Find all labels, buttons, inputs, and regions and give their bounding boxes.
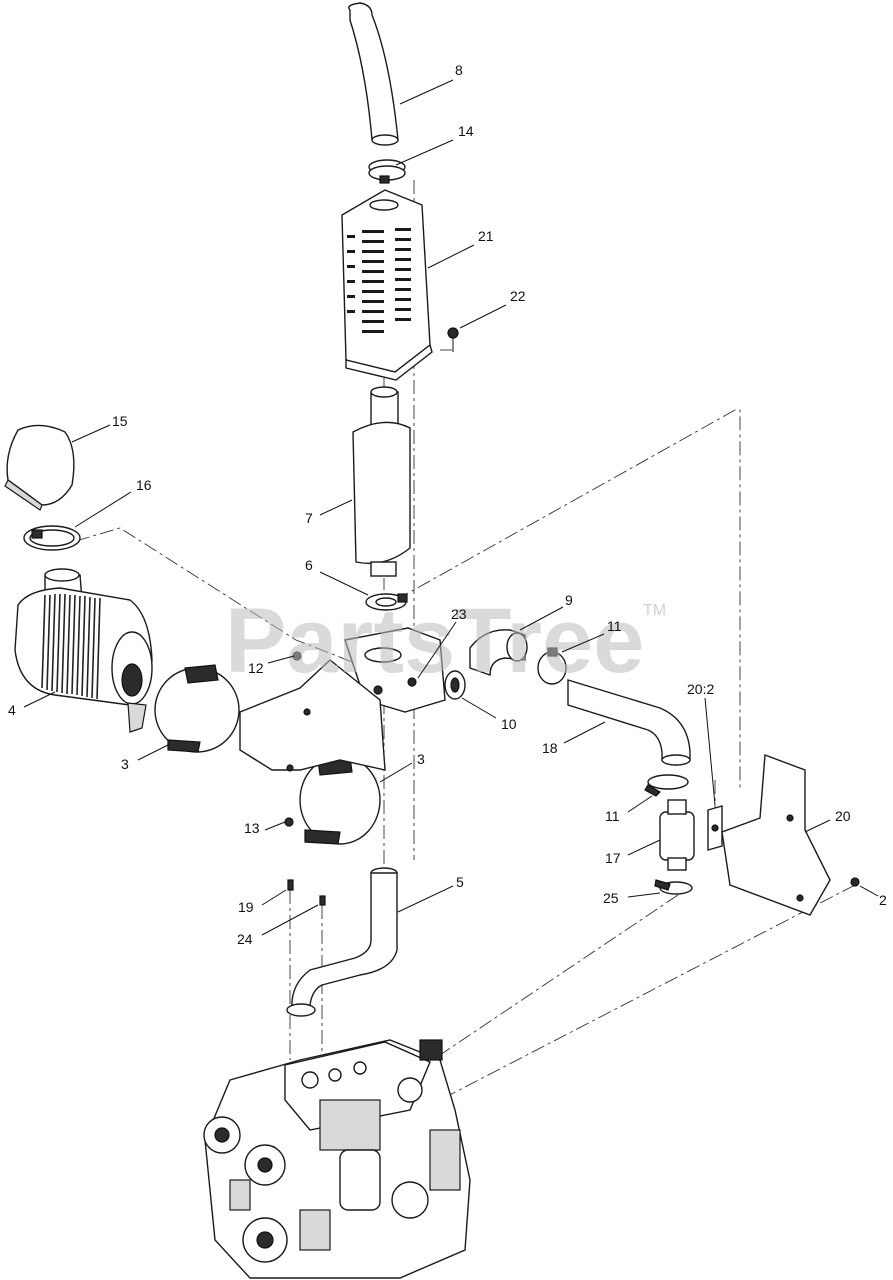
- callout-15: 15: [112, 413, 128, 429]
- callout-4: 4: [8, 702, 16, 718]
- part-4-air-cleaner: [14, 568, 153, 733]
- callout-6: 6: [305, 557, 313, 573]
- callout-17: 17: [605, 850, 621, 866]
- engine: [203, 1039, 471, 1279]
- callout-23: 23: [451, 606, 467, 622]
- part-24-bolt: [319, 895, 326, 906]
- part-10-gasket: [444, 670, 466, 700]
- callout-12: 12: [248, 660, 264, 676]
- callout-11-upper: 11: [607, 618, 622, 634]
- intake-bracket-plate: [239, 659, 386, 772]
- part-22-screw: [447, 327, 459, 352]
- callout-11-lower: 11: [605, 808, 620, 824]
- callout-20: 20: [835, 808, 851, 824]
- part-8-tailpipe: [348, 2, 399, 146]
- part-17-filter: [659, 799, 695, 871]
- part-14-clamp: [368, 159, 406, 184]
- part-16-hose-clamp: [23, 525, 81, 551]
- callout-14: 14: [458, 123, 474, 139]
- callout-18: 18: [542, 740, 558, 756]
- part-9-elbow: [469, 629, 528, 676]
- callout-3-left: 3: [121, 756, 129, 772]
- part-19-bolt: [287, 879, 294, 891]
- callout-2: 2: [879, 892, 887, 908]
- part-11-clamp-upper: [537, 647, 567, 685]
- watermark-text: PartsTree: [225, 590, 644, 692]
- part-25-clamp: [654, 879, 693, 895]
- part-3-band-clamp-left: [154, 664, 240, 753]
- air-cleaner-ribs: [41, 593, 101, 700]
- watermark: PartsTree TM: [225, 590, 666, 692]
- callout-24: 24: [237, 931, 253, 947]
- leader-lines: [23, 79, 879, 936]
- part-21-muffler-guard: [341, 189, 433, 381]
- callout-20-2: 20:2: [687, 681, 714, 697]
- callout-8: 8: [455, 62, 463, 78]
- callout-5: 5: [456, 874, 464, 890]
- callout-13: 13: [244, 820, 260, 836]
- part-3-band-clamp-right: [299, 755, 381, 845]
- callout-16: 16: [136, 477, 152, 493]
- callout-22: 22: [510, 288, 526, 304]
- callout-19: 19: [238, 899, 254, 915]
- engine-details: [203, 1039, 461, 1263]
- guard-slots: [347, 228, 411, 333]
- part-23-bolt: [407, 677, 417, 687]
- part-15-intake-hood: [4, 424, 75, 511]
- part-18-hose: [567, 679, 691, 766]
- part-20-mounting-bracket: [721, 754, 831, 916]
- part-6-gasket: [365, 593, 408, 611]
- callout-3-right: 3: [417, 751, 425, 767]
- callout-25: 25: [603, 890, 619, 906]
- callout-10: 10: [501, 716, 517, 732]
- callout-7: 7: [305, 510, 313, 526]
- part-2-bolt: [850, 877, 860, 887]
- callout-9: 9: [565, 592, 573, 608]
- part-13-bolt: [284, 817, 294, 827]
- callout-21: 21: [478, 228, 494, 244]
- callout-labels: 8 14 21 22 15 16 7 6 9 11 23 12 4 10 18 …: [8, 62, 887, 947]
- part-5-exhaust-pipe: [286, 867, 398, 1017]
- part-11-clamp-lower: [644, 774, 689, 797]
- part-20-2-decal: [707, 805, 723, 851]
- part-7-muffler: [352, 386, 411, 577]
- watermark-trademark: TM: [643, 602, 666, 619]
